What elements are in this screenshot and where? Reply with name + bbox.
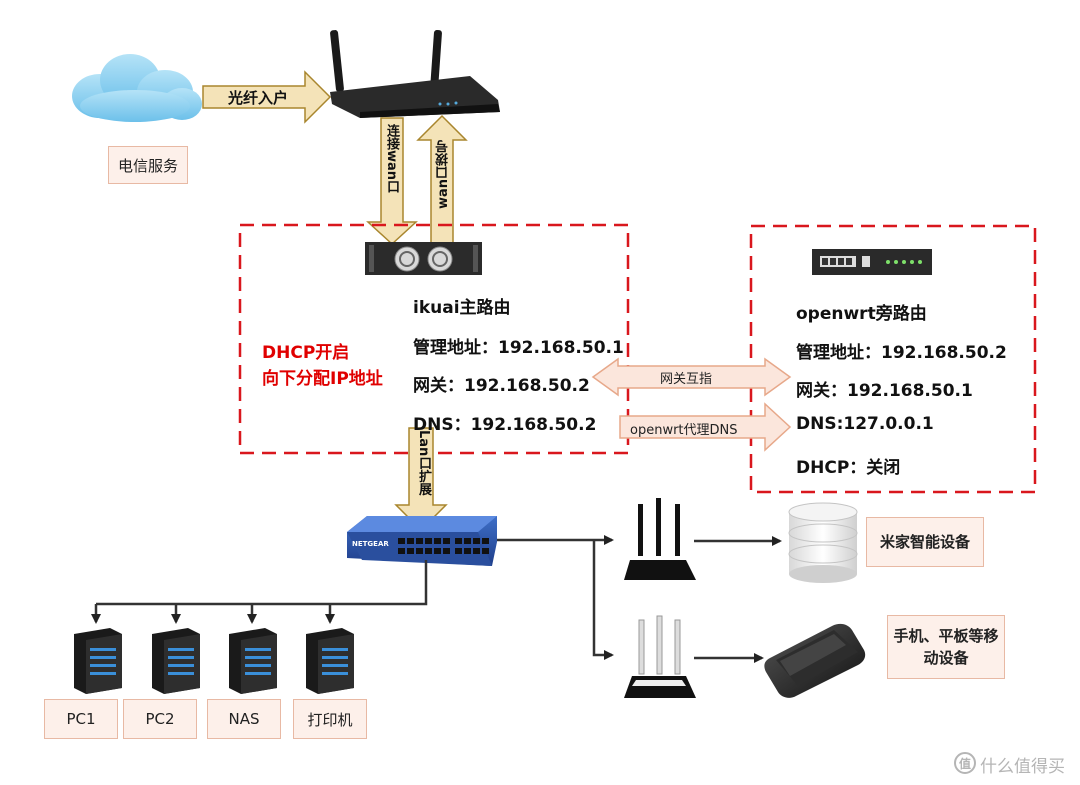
connect-wan-label: 连接wan口 [384, 124, 399, 194]
bypass-router-dns: DNS:127.0.0.1 [796, 414, 934, 434]
wifi-router-white-icon [624, 615, 696, 698]
ikuai-router-hardware-icon [365, 242, 482, 275]
bypass-router-dhcp: DHCP：关闭 [796, 458, 901, 478]
fiber-arrow-label: 光纤入户 [228, 89, 289, 107]
dns-proxy-arrow [619, 402, 792, 452]
main-router-mgmt: 管理地址：192.168.50.1 [413, 338, 624, 358]
bypass-router-dashed-box [749, 224, 1037, 494]
nas-label: NAS [207, 699, 281, 739]
pc2-label: PC2 [123, 699, 197, 739]
telecom-service-label: 电信服务 [108, 146, 188, 184]
wifi-router-black-icon [624, 498, 696, 580]
mobile-device-line1: 手机、平板等移 [893, 626, 999, 645]
switch-to-routers-lines [497, 535, 782, 663]
switch-brand-text: NETGEAR [352, 540, 389, 548]
wan-dial-arrow [416, 114, 468, 245]
bypass-router-gateway: 网关：192.168.50.1 [796, 381, 973, 401]
mobile-device-line2: 动设备 [923, 649, 969, 667]
optical-modem-router-icon [330, 29, 500, 118]
main-router-gateway: 网关：192.168.50.2 [413, 376, 590, 396]
watermark-logo-icon: 值 [954, 752, 976, 774]
mijia-device-label: 米家智能设备 [866, 517, 984, 567]
gateway-mutual-arrow [591, 357, 792, 397]
gateway-mutual-label: 网关互指 [660, 372, 713, 387]
main-router-dns: DNS：192.168.50.2 [413, 415, 597, 435]
server-icon-nas [229, 628, 277, 694]
svg-text:值: 值 [959, 756, 971, 771]
bypass-router-mgmt: 管理地址：192.168.50.2 [796, 343, 1007, 363]
bypass-router-title: openwrt旁路由 [796, 304, 927, 324]
server-icon-printer [306, 628, 354, 694]
pc1-label: PC1 [44, 699, 118, 739]
connect-wan-arrow [366, 117, 418, 246]
fiber-arrow [202, 70, 332, 124]
main-router-title: ikuai主路由 [413, 298, 511, 318]
dhcp-on-label: DHCP开启 [262, 343, 350, 363]
wan-dial-label: wan口拨号 [436, 140, 451, 210]
watermark-text: 什么值得买 [980, 757, 1065, 777]
smart-device-database-icon [788, 502, 858, 583]
dns-proxy-label: openwrt代理DNS [630, 423, 738, 438]
smartphone-icon [764, 623, 866, 698]
switch-to-pcs-lines [91, 560, 428, 624]
lan-expand-label: Lan口扩展 [416, 430, 431, 496]
mobile-device-label: 手机、平板等移 动设备 [887, 615, 1005, 679]
server-icon-pc2 [152, 628, 200, 694]
cloud-icon [72, 54, 202, 122]
openwrt-switch-icon [812, 249, 932, 275]
server-icon-pc1 [74, 628, 122, 694]
netgear-switch-icon: NETGEAR [347, 516, 497, 566]
dhcp-assign-label: 向下分配IP地址 [262, 369, 383, 389]
printer-label: 打印机 [293, 699, 367, 739]
